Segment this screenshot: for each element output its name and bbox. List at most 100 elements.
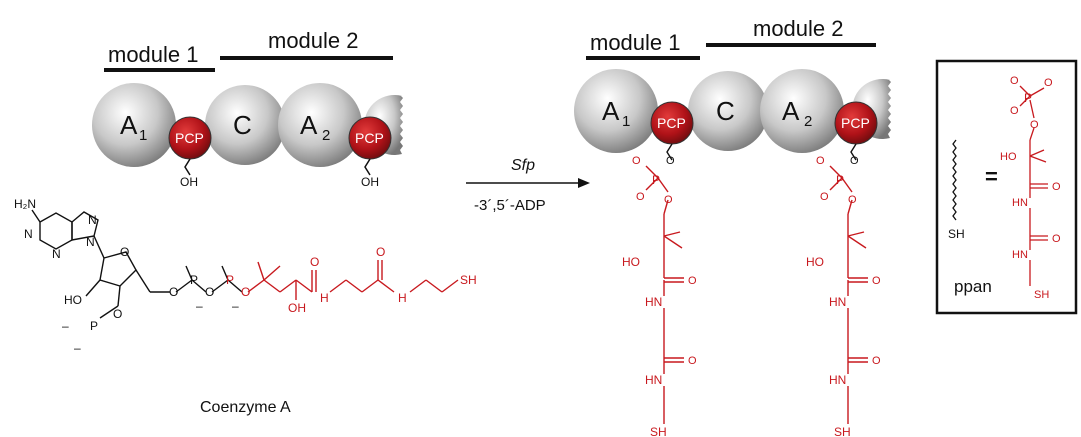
reaction-arrowhead	[578, 178, 590, 188]
coenzyme-a-name: Coenzyme A	[200, 399, 291, 416]
right-a1-domain	[574, 69, 658, 153]
right-ppant-arm-2	[829, 143, 868, 424]
legend-o3: O	[1010, 105, 1019, 117]
coa-minus4: –	[232, 299, 239, 313]
right-domain-chain	[574, 69, 891, 153]
enzyme-label: Sfp	[511, 157, 535, 174]
right-ppant-arm-1	[645, 143, 684, 424]
right-a2-subscript: 2	[804, 113, 812, 130]
coa-h2n: H₂N	[14, 197, 36, 211]
right-pcp2-label: PCP	[841, 115, 870, 131]
ppant2-sh: SH	[834, 425, 851, 437]
right-c-label: C	[716, 96, 735, 126]
left-a1-label: A	[120, 110, 138, 140]
ppant1-o2: O	[632, 155, 641, 167]
ppant2-p: P	[836, 173, 844, 187]
coenzyme-a-structure	[31, 209, 243, 319]
left-pcp2-label: PCP	[355, 130, 384, 146]
coa-nh1: H	[320, 291, 329, 305]
left-a1-subscript: 1	[139, 127, 147, 144]
legend-ho: HO	[1000, 151, 1017, 163]
coa-oh-pant: OH	[288, 301, 306, 315]
legend-o1: O	[1044, 77, 1053, 89]
left-module1-label: module 1	[108, 42, 199, 67]
legend-hn1: HN	[1012, 197, 1028, 209]
ppant2-o2: O	[816, 155, 825, 167]
left-a2-subscript: 2	[322, 127, 330, 144]
coa-n2: N	[52, 247, 61, 261]
coa-n1: N	[24, 227, 33, 241]
legend-p: P	[1024, 91, 1032, 105]
coenzyme-a-pantetheine	[247, 260, 459, 300]
left-module-bars	[104, 56, 393, 72]
ppant2-o3: O	[820, 191, 829, 203]
ppant2-o4: O	[848, 194, 857, 206]
legend-o2: O	[1010, 75, 1019, 87]
coa-pb: P	[226, 273, 234, 287]
coa-p3: P	[90, 319, 98, 333]
legend-sh: SH	[948, 227, 965, 241]
right-a1-subscript: 1	[622, 113, 630, 130]
left-module2-label: module 2	[268, 28, 359, 53]
ppant2-o5: O	[872, 275, 881, 287]
coa-minus1: –	[62, 319, 69, 333]
coa-ring-o: O	[120, 245, 129, 259]
legend-sh-red: SH	[1034, 289, 1049, 301]
coa-o-amide2: O	[376, 245, 385, 259]
ppant1-o6: O	[688, 355, 697, 367]
right-c-domain	[688, 71, 768, 151]
legend-o6: O	[1052, 233, 1061, 245]
coa-o-amide1: O	[310, 255, 319, 269]
left-ser-oh	[184, 158, 371, 176]
ppan-legend-box	[935, 59, 1078, 315]
coa-ho: HO	[64, 293, 82, 307]
ppant1-o3: O	[636, 191, 645, 203]
ppant1-p: P	[652, 173, 660, 187]
left-c-label: C	[233, 110, 252, 140]
coa-sh: SH	[460, 273, 477, 287]
left-pcp1-label: PCP	[175, 130, 204, 146]
right-module-bars	[586, 43, 876, 60]
ppant1-hn1: HN	[645, 295, 662, 309]
left-oh2: OH	[361, 175, 379, 189]
coa-minus3: –	[196, 299, 203, 313]
right-a2-label: A	[782, 96, 800, 126]
left-oh1: OH	[180, 175, 198, 189]
ppant1-ho: HO	[622, 255, 640, 269]
coa-pa: P	[190, 273, 198, 287]
left-a2-label: A	[300, 110, 318, 140]
right-module1-label: module 1	[590, 30, 681, 55]
left-a1-domain	[92, 83, 176, 167]
legend-equals: =	[985, 164, 998, 189]
coa-minus2: –	[74, 341, 81, 355]
coa-o-pant: O	[241, 285, 250, 299]
ppant1-o5: O	[688, 275, 697, 287]
legend-hn2: HN	[1012, 249, 1028, 261]
coa-n4: N	[86, 235, 95, 249]
right-pcp1-label: PCP	[657, 115, 686, 131]
coa-o3: O	[113, 307, 122, 321]
coa-o-bridge: O	[205, 285, 214, 299]
coa-o5: O	[169, 285, 178, 299]
ppant1-hn2: HN	[645, 373, 662, 387]
left-c-domain	[205, 85, 285, 165]
legend-o5: O	[1052, 181, 1061, 193]
right-module2-label: module 2	[753, 16, 844, 41]
ppant2-o1: O	[850, 155, 859, 167]
ppant2-hn1: HN	[829, 295, 846, 309]
legend-ppant-structure	[1019, 85, 1048, 286]
left-a2-domain	[278, 83, 362, 167]
coa-n3: N	[88, 213, 97, 227]
coa-nh2: H	[398, 291, 407, 305]
byproduct-label: -3´,5´-ADP	[474, 197, 546, 214]
wavy-linker-symbol	[952, 139, 957, 221]
legend-o4: O	[1030, 119, 1039, 131]
left-domain-chain	[92, 83, 403, 167]
ppant2-ho: HO	[806, 255, 824, 269]
ppant1-sh: SH	[650, 425, 667, 437]
ppant1-o1: O	[666, 155, 675, 167]
right-a1-label: A	[602, 96, 620, 126]
ppant1-o4: O	[664, 194, 673, 206]
ppant2-hn2: HN	[829, 373, 846, 387]
